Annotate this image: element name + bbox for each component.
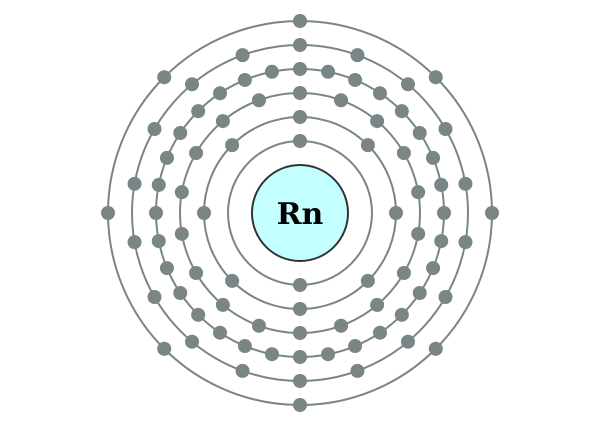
electron (225, 138, 240, 153)
electron (437, 206, 451, 220)
electron (293, 38, 307, 52)
electron (389, 206, 403, 220)
electron (264, 64, 279, 79)
electron (251, 93, 266, 108)
electron (350, 363, 365, 378)
electron (334, 318, 349, 333)
electron (147, 122, 162, 136)
electron (293, 374, 307, 388)
electron (348, 339, 363, 354)
electron (428, 341, 443, 356)
electron-shells (101, 14, 499, 412)
electron (215, 114, 230, 129)
electron (458, 176, 473, 191)
electron (293, 14, 307, 28)
electron (411, 226, 426, 241)
electron (434, 177, 449, 192)
electron (485, 206, 499, 220)
electron (191, 307, 206, 322)
electron (173, 286, 188, 300)
electron (213, 86, 227, 101)
electron (426, 150, 441, 165)
electron (412, 126, 427, 140)
electron (293, 326, 307, 340)
electron (174, 226, 189, 241)
electron (438, 290, 453, 304)
electron (101, 206, 115, 220)
electron (159, 261, 174, 276)
electron (293, 302, 307, 316)
electron (321, 64, 336, 79)
electron (360, 273, 375, 288)
electron (197, 206, 211, 220)
electron (458, 235, 473, 250)
electron (428, 70, 443, 85)
electron (149, 206, 163, 220)
electron (412, 286, 427, 300)
electron (293, 86, 307, 100)
electron (373, 325, 387, 340)
electron (396, 266, 411, 280)
electron (185, 77, 200, 92)
electron (127, 235, 142, 250)
electron (235, 363, 250, 378)
electron (293, 398, 307, 412)
electron (264, 347, 279, 362)
electron (251, 318, 266, 333)
electron (321, 347, 336, 362)
electron (438, 122, 453, 136)
electron (293, 350, 307, 364)
electron (394, 104, 409, 119)
electron (411, 185, 426, 200)
electron (173, 126, 188, 140)
electron (237, 72, 252, 87)
electron (174, 185, 189, 200)
electron (225, 273, 240, 288)
electron (400, 334, 415, 349)
electron (394, 307, 409, 322)
electron (293, 110, 307, 124)
electron (348, 72, 363, 87)
electron (157, 70, 172, 85)
electron (159, 150, 174, 165)
electron (189, 146, 204, 160)
electron (189, 266, 204, 280)
electron (157, 341, 172, 356)
element-symbol: Rn (277, 197, 324, 232)
electron (396, 146, 411, 160)
electron (434, 234, 449, 249)
electron (151, 177, 166, 192)
electron (360, 138, 375, 153)
electron (373, 86, 387, 101)
electron (370, 297, 385, 312)
electron (127, 176, 142, 191)
electron (370, 114, 385, 129)
electron (426, 261, 441, 276)
electron (350, 48, 365, 63)
electron (400, 77, 415, 92)
electron (213, 325, 227, 340)
electron (215, 297, 230, 312)
electron (293, 278, 307, 292)
electron (293, 134, 307, 148)
electron (235, 48, 250, 63)
electron (185, 334, 200, 349)
nucleus (251, 164, 349, 262)
electron (293, 62, 307, 76)
electron (147, 290, 162, 304)
electron (191, 104, 206, 119)
electron (334, 93, 349, 108)
electron (151, 234, 166, 249)
electron (237, 339, 252, 354)
